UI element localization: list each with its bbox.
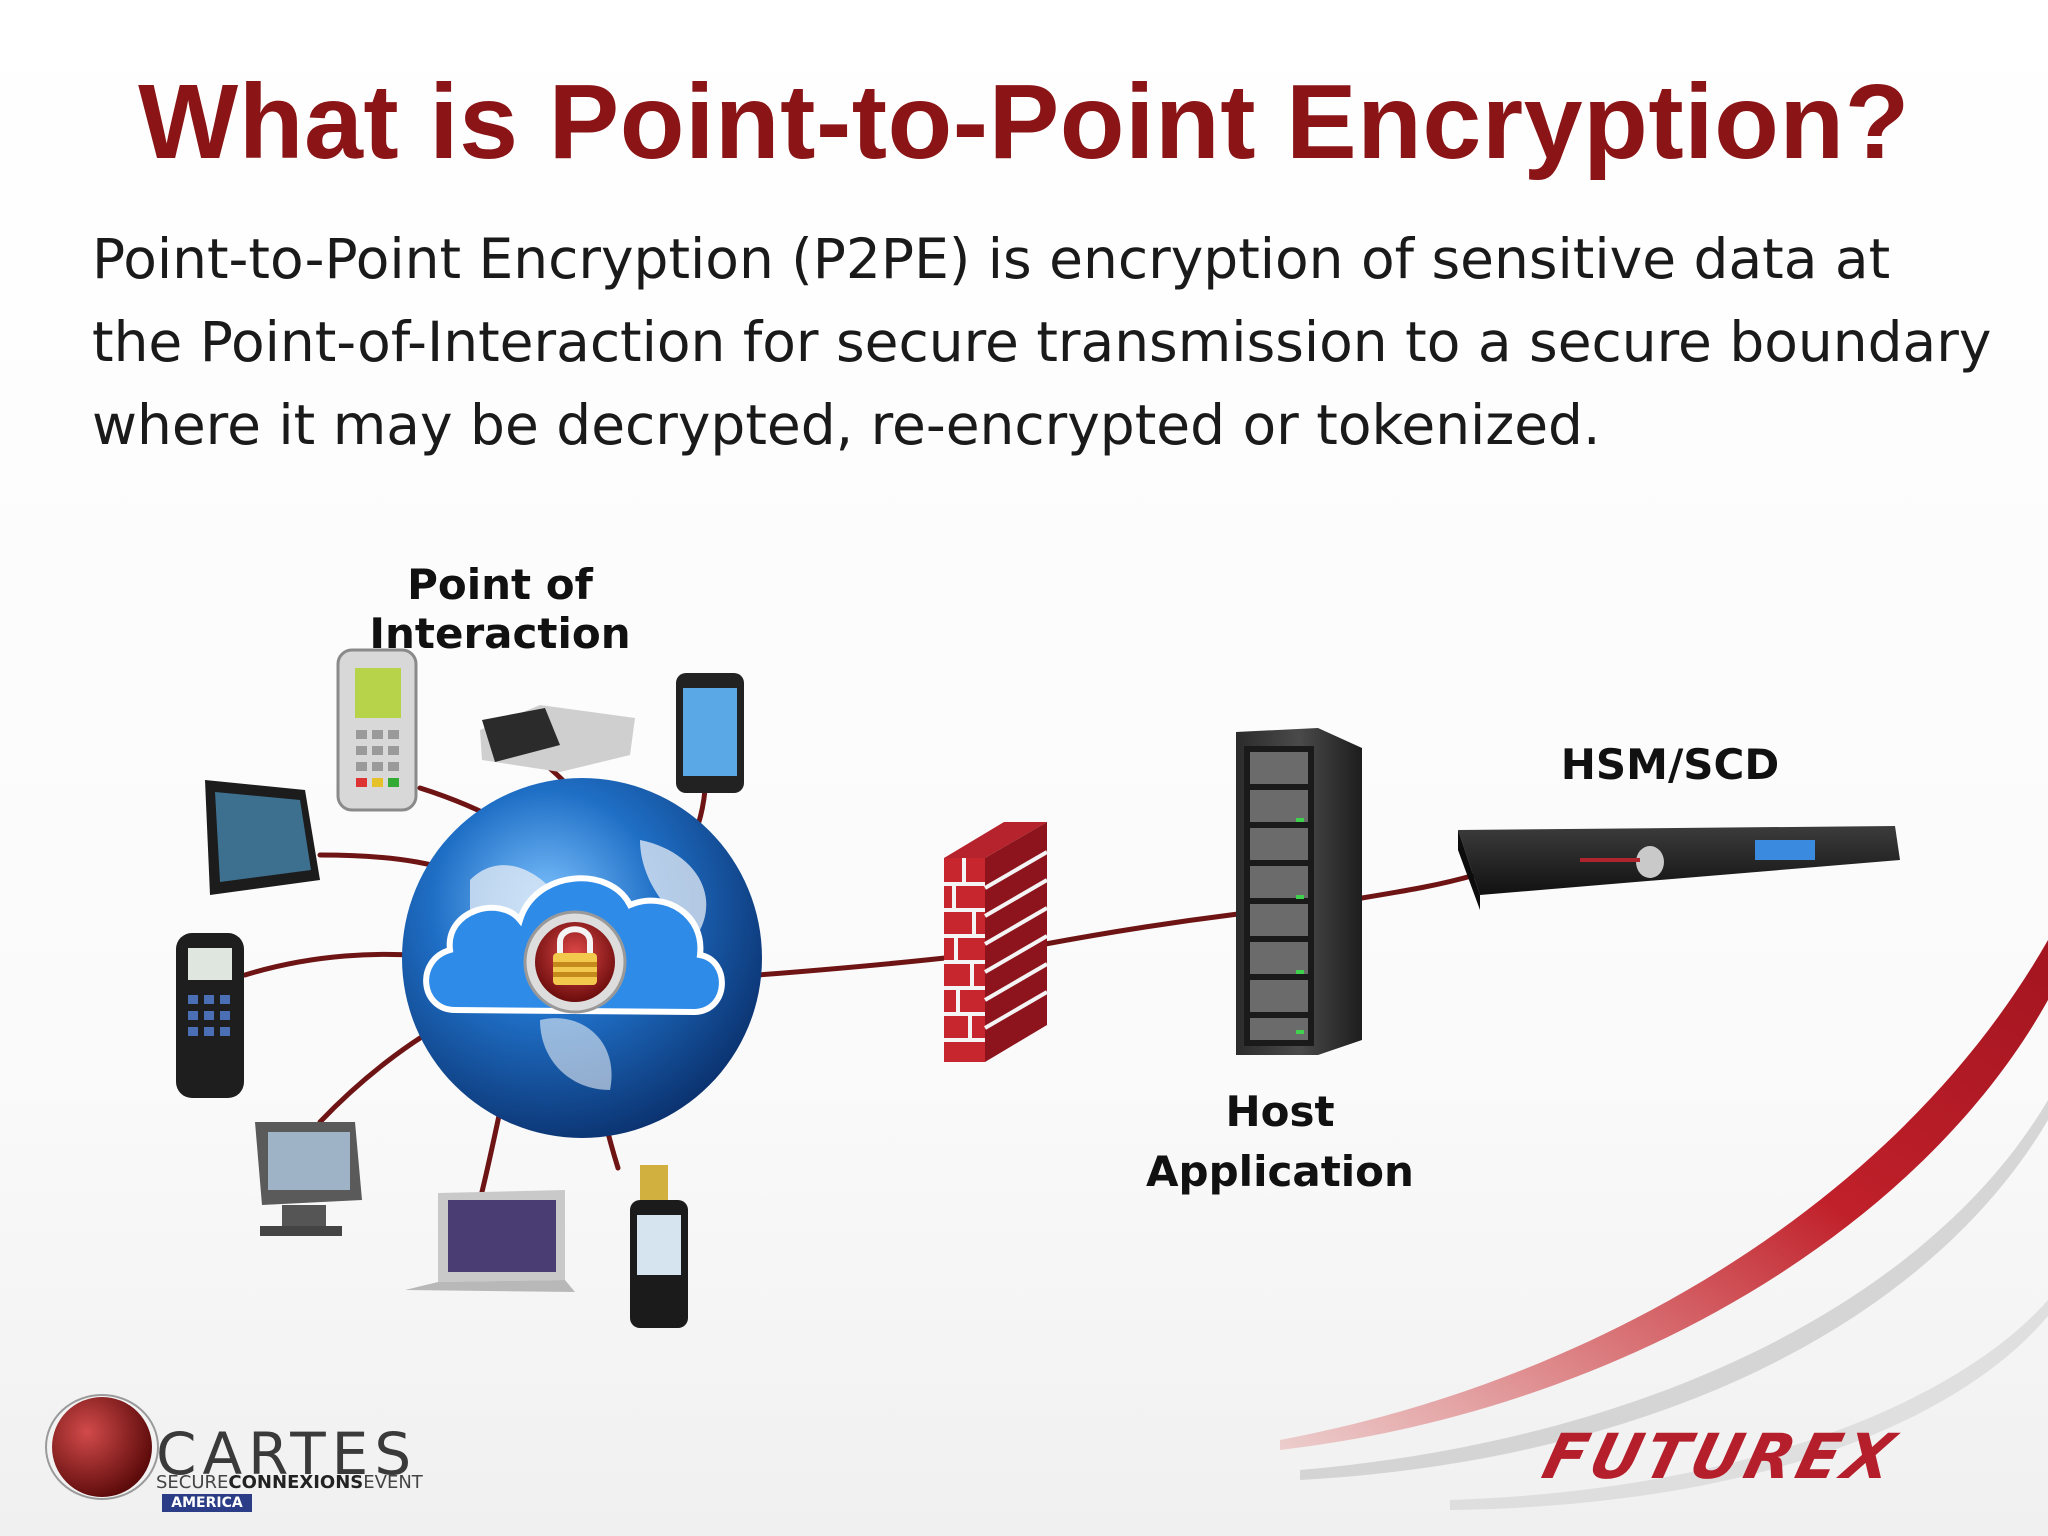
card-swipe-reader-icon (480, 705, 635, 772)
cartes-tag-suffix: EVENT (363, 1472, 423, 1493)
cartes-region-badge: AMERICA (162, 1494, 252, 1512)
slide-body-text: Point-to-Point Encryption (P2PE) is encr… (92, 227, 1992, 457)
cartes-logo-mark (45, 1394, 159, 1500)
lock-icon (523, 910, 627, 1014)
line-host-to-hsm (1359, 872, 1478, 901)
futurex-logo: FUTUREX (1535, 1420, 1906, 1493)
handheld-terminal-icon (176, 933, 244, 1098)
secure-cloud-globe (402, 778, 762, 1138)
tablet-icon (205, 780, 320, 895)
pos-terminal-icon (255, 1122, 362, 1236)
laptop-icon (405, 1190, 575, 1292)
cartes-tagline: SECURECONNEXIONSEVENT (156, 1472, 423, 1493)
label-point-of-interaction: Point of Interaction (369, 560, 631, 658)
cartes-tag-prefix: SECURE (156, 1472, 229, 1493)
label-host-line1: Host (1225, 1087, 1335, 1136)
cartes-tag-strong: CONNEXIONS (228, 1472, 364, 1493)
label-host-line2: Application (1146, 1147, 1414, 1196)
label-hsm-scd: HSM/SCD (1560, 740, 1780, 789)
cartes-logo-text: CARTES (156, 1420, 418, 1488)
mobile-card-reader-icon (630, 1165, 688, 1328)
firewall-icon (944, 822, 1049, 1062)
hsm-appliance-icon (1458, 826, 1900, 910)
smartphone-icon (676, 673, 744, 793)
decorative-swoosh (1280, 940, 2048, 1510)
pinpad-device-icon (336, 648, 418, 812)
line-firewall-to-host (1037, 911, 1241, 948)
host-server-rack-icon (1236, 728, 1362, 1055)
slide-title: What is Point-to-Point Encryption? (138, 63, 1910, 181)
